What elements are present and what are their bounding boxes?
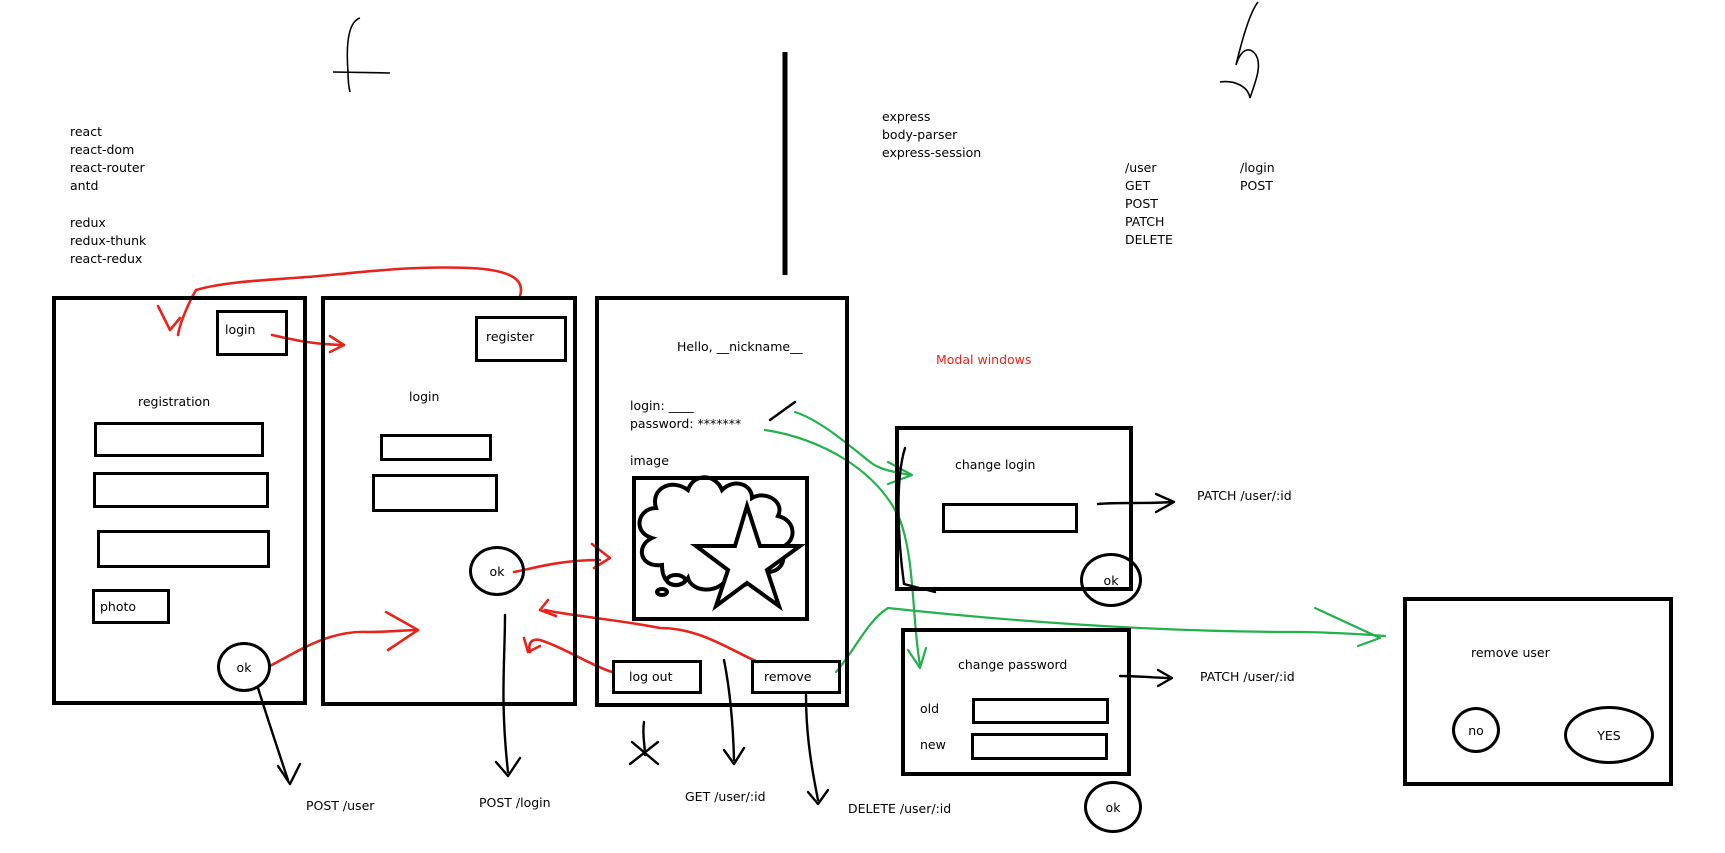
new-password-label: new	[920, 737, 946, 752]
black-request-arrows	[256, 400, 1176, 806]
route-method: PATCH	[1125, 214, 1165, 229]
registration-title: registration	[138, 394, 211, 409]
lib-item: redux	[70, 215, 106, 230]
route-method: POST	[1240, 178, 1273, 193]
login-screen	[321, 296, 577, 706]
greeting-text: Hello, __nickname__	[677, 339, 803, 354]
change-password-modal	[901, 628, 1131, 776]
backend-mark-drawing	[1219, 1, 1260, 99]
lib-item: antd	[70, 178, 99, 193]
backend-libs-list: express body-parser express-session	[882, 108, 981, 162]
lib-item: redux-thunk	[70, 233, 147, 248]
register-button[interactable]: register	[475, 316, 567, 362]
change-login-field[interactable]	[942, 503, 1078, 533]
photo-button[interactable]: photo	[92, 589, 170, 624]
red-flow-arrows	[156, 266, 760, 674]
lib-item: react-redux	[70, 251, 143, 266]
change-login-ok-button[interactable]: ok	[1080, 553, 1142, 607]
password-value-text: password: *******	[630, 416, 742, 431]
lib-item: express-session	[882, 145, 982, 160]
lib-item: body-parser	[882, 127, 958, 142]
patch-login-endpoint: PATCH /user/:id	[1197, 488, 1292, 503]
route-method: GET	[1125, 178, 1151, 193]
login-field-2[interactable]	[372, 474, 498, 512]
image-label: image	[630, 453, 669, 468]
route-method: POST	[1125, 196, 1158, 211]
login-button[interactable]: login	[216, 310, 288, 356]
user-route-list: /user GET POST PATCH DELETE	[1125, 159, 1173, 249]
remove-user-modal	[1403, 597, 1673, 786]
registration-screen	[52, 296, 307, 705]
logout-button[interactable]: log out	[612, 660, 702, 694]
change-password-ok-button[interactable]: ok	[1084, 781, 1142, 833]
profile-image-frame	[632, 476, 809, 621]
lib-item: react	[70, 124, 102, 139]
registration-field-3[interactable]	[97, 530, 270, 568]
new-password-field[interactable]	[971, 733, 1108, 760]
delete-user-endpoint: DELETE /user/:id	[848, 801, 952, 816]
post-user-endpoint: POST /user	[306, 798, 375, 813]
registration-ok-button[interactable]: ok	[217, 642, 271, 692]
frontend-mark-drawing	[332, 17, 391, 93]
patch-password-endpoint: PATCH /user/:id	[1200, 669, 1295, 684]
lib-item: express	[882, 109, 931, 124]
old-password-label: old	[920, 701, 940, 716]
profile-screen	[595, 296, 849, 707]
route-path: /login	[1240, 160, 1275, 175]
change-login-modal	[895, 426, 1133, 591]
lib-item: react-router	[70, 160, 145, 175]
change-login-title: change login	[955, 457, 1036, 472]
login-value-text: login: ____	[630, 398, 694, 413]
yes-button[interactable]: YES	[1564, 706, 1654, 764]
cloud-star-drawing	[637, 475, 807, 612]
modal-windows-label: Modal windows	[936, 352, 1032, 367]
frontend-libs-list: react react-dom react-router antd	[70, 123, 145, 195]
registration-field-1[interactable]	[94, 422, 264, 457]
no-button[interactable]: no	[1452, 707, 1500, 753]
lib-item: react-dom	[70, 142, 135, 157]
get-user-endpoint: GET /user/:id	[685, 789, 766, 804]
remove-user-title: remove user	[1471, 645, 1550, 660]
route-method: DELETE	[1125, 232, 1173, 247]
remove-button[interactable]: remove	[751, 660, 841, 694]
post-login-endpoint: POST /login	[479, 795, 551, 810]
login-title: login	[409, 389, 440, 404]
route-path: /user	[1125, 160, 1157, 175]
redux-libs-list: redux redux-thunk react-redux	[70, 214, 146, 268]
registration-field-2[interactable]	[93, 472, 269, 508]
login-route-list: /login POST	[1240, 159, 1275, 195]
change-password-title: change password	[958, 657, 1068, 672]
login-ok-button[interactable]: ok	[469, 546, 525, 596]
login-field-1[interactable]	[380, 434, 492, 461]
old-password-field[interactable]	[972, 698, 1109, 724]
